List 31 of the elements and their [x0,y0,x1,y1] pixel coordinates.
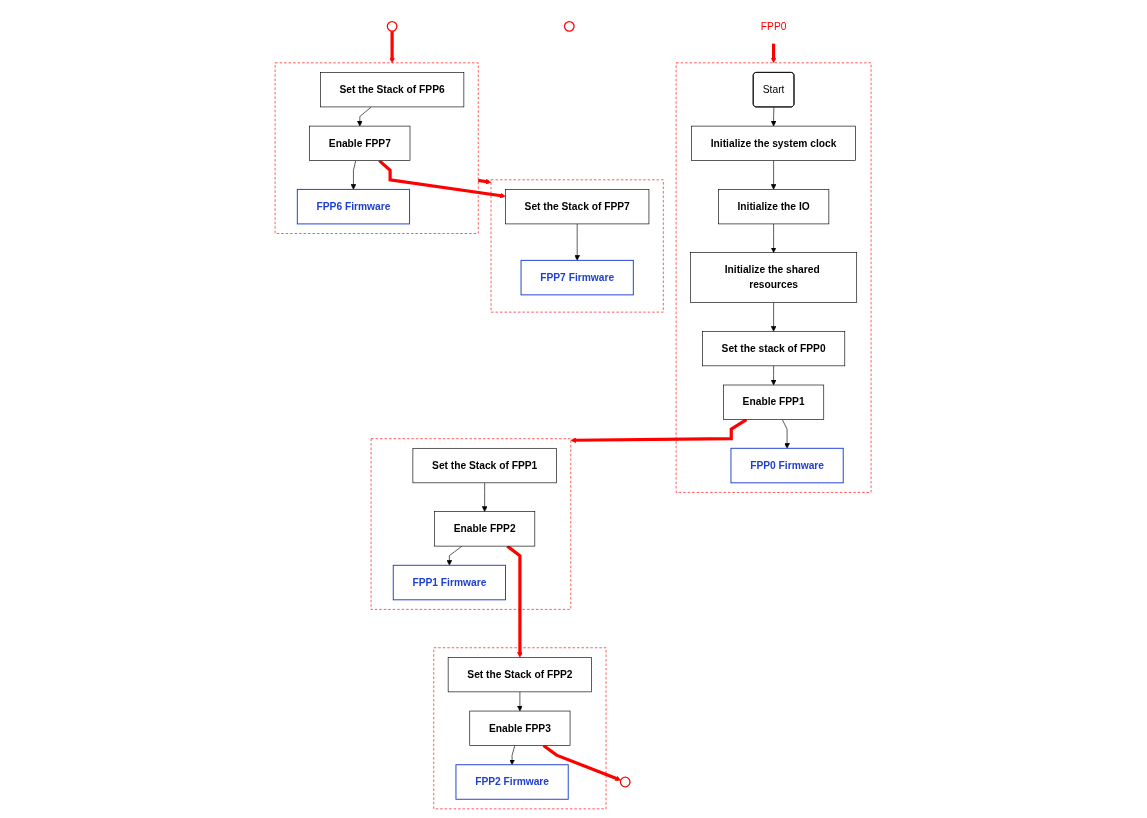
node-box [309,125,411,161]
node-circle [620,776,632,788]
node-box [690,252,858,303]
cluster [491,179,665,313]
node-text: FPP0 [761,20,787,32]
node-box [691,125,857,161]
arrow [478,178,492,185]
cluster [371,438,572,610]
node-circle [387,20,398,32]
node-box [718,189,830,225]
arrow [570,418,748,444]
node-box [702,331,846,367]
node-box [393,564,507,601]
node-box [730,447,845,484]
cluster [275,62,479,234]
node-box [412,448,558,484]
node-box [297,188,411,225]
node-box [505,189,650,225]
node-box [723,384,825,420]
node-box [320,72,465,108]
arrow [389,31,396,64]
node-circle [564,20,576,32]
arrow [771,43,777,64]
node-box [469,710,571,746]
cluster [433,647,607,810]
node-box [455,764,570,800]
node-box [520,259,635,296]
cluster [676,62,872,493]
node-box [434,511,536,547]
arrow [542,744,622,782]
node-box [448,657,593,693]
